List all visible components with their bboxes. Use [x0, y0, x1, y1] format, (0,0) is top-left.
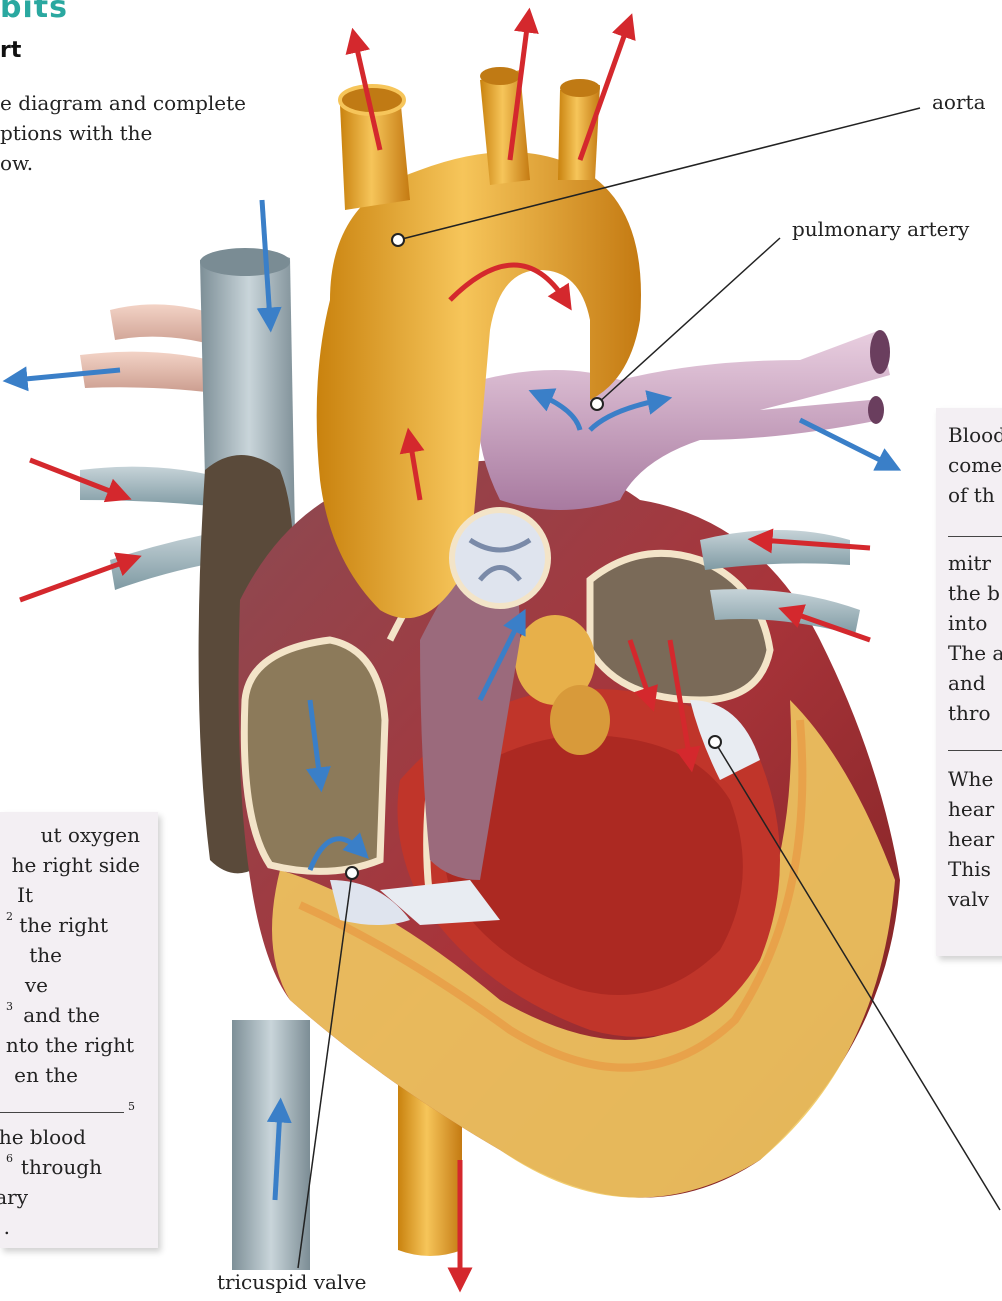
caption-box-right: Blood come of th mitr the b into The a a…: [936, 408, 1002, 956]
caption-line: Blood: [948, 420, 1002, 450]
caption-line: hear: [948, 794, 994, 824]
pulmonary-valve: [452, 510, 548, 606]
answer-blank[interactable]: [948, 536, 1002, 537]
instructions-line: ow.: [0, 148, 290, 178]
caption-line: .: [4, 1212, 10, 1242]
caption-line: It: [17, 880, 33, 910]
caption-line: ve: [25, 970, 48, 1000]
instructions: e diagram and complete ptions with the o…: [0, 88, 290, 178]
caption-line: the right: [19, 910, 108, 940]
label-aorta: aorta: [930, 90, 988, 114]
caption-line: Whe: [948, 764, 993, 794]
blank-number: 6: [6, 1152, 13, 1165]
section-subtitle: rt: [0, 38, 21, 63]
caption-line: nto the right: [6, 1030, 134, 1060]
caption-line: come: [948, 450, 1002, 480]
caption-line: en the: [14, 1060, 78, 1090]
caption-line: through: [21, 1152, 102, 1182]
inferior-vena-cava: [232, 1020, 310, 1283]
caption-line: valv: [948, 884, 989, 914]
label-pulmonary-artery: pulmonary artery: [790, 217, 971, 241]
pulmonary-artery-vessel: [478, 330, 891, 510]
instructions-line: e diagram and complete: [0, 88, 290, 118]
instructions-line: ptions with the: [0, 118, 290, 148]
caption-line: he blood: [0, 1122, 86, 1152]
caption-line: ut oxygen: [41, 820, 140, 850]
blank-number: 5: [128, 1100, 135, 1113]
caption-line: and: [948, 668, 986, 698]
caption-line: the: [29, 940, 62, 970]
label-tricuspid-valve: tricuspid valve: [215, 1270, 368, 1294]
answer-blank[interactable]: [0, 1112, 124, 1113]
blank-number: 3: [6, 1000, 13, 1013]
caption-line: into: [948, 608, 987, 638]
answer-blank[interactable]: [948, 750, 1002, 751]
caption-line: thro: [948, 698, 991, 728]
caption-line: ary: [0, 1182, 28, 1212]
tricuspid-valve-leaflets: [330, 880, 500, 925]
caption-line: the b: [948, 578, 1000, 608]
caption-line: This: [948, 854, 991, 884]
blank-number: 2: [6, 910, 13, 923]
caption-line: hear: [948, 824, 994, 854]
caption-line: and the: [23, 1000, 100, 1030]
section-title: bits: [0, 0, 68, 25]
caption-line: mitr: [948, 548, 991, 578]
caption-line: of th: [948, 480, 995, 510]
caption-line: The a: [948, 638, 1002, 668]
caption-box-left: ut oxygen he right side It 2 the right t…: [0, 812, 158, 1248]
caption-line: he right side: [12, 850, 140, 880]
